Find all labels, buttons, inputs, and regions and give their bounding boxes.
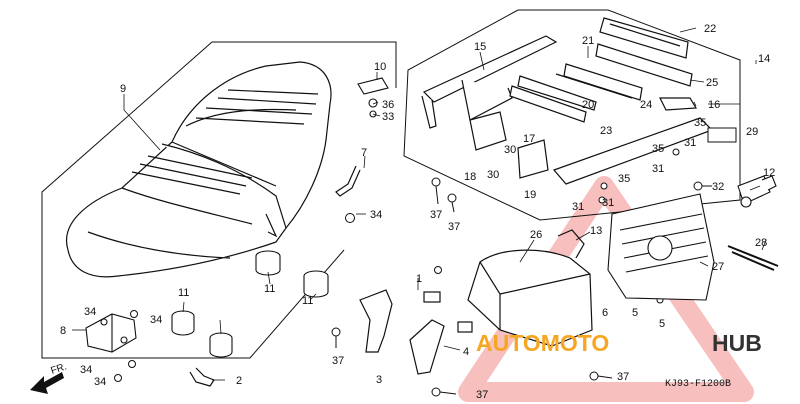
callout-19: 19 [524,189,536,201]
rear-grille [607,193,715,301]
leader-lines [72,27,767,381]
callout-14: 14 [758,53,770,65]
callout-22: 22 [704,23,716,35]
callout-26: 26 [530,229,542,241]
callout-30: 30 [487,169,499,181]
clip [557,229,585,259]
callout-35: 35 [618,173,630,185]
callout-11: 11 [302,295,313,307]
callout-6: 6 [602,307,608,319]
seat-hinge [85,313,137,353]
callout-24: 24 [640,99,652,111]
watermark-part1: AUTOMOTO [476,330,609,356]
callout-11: 11 [264,283,275,295]
callout-34: 34 [370,209,382,221]
callout-5: 5 [659,318,665,330]
callout-20: 20 [582,99,594,111]
callout-4: 4 [463,346,469,358]
callout-35: 35 [694,117,706,129]
callout-28: 28 [755,237,767,249]
callout-37: 37 [476,389,488,401]
callout-31: 31 [684,137,696,149]
callout-27: 27 [712,261,724,273]
bolts [331,177,712,397]
callout-1: 1 [416,273,422,285]
watermark-part2: HUB [712,330,762,356]
callout-16: 16 [708,99,720,111]
callout-34: 34 [80,364,92,376]
watermark-text: AUTOMOTO HUB [476,330,762,356]
callout-37: 37 [617,371,629,383]
callout-17: 17 [523,133,535,145]
callout-29: 29 [746,126,758,138]
callout-37: 37 [332,355,344,367]
callout-8: 8 [60,325,66,337]
callout-11: 11 [178,287,189,299]
callout-2: 2 [236,375,242,387]
callout-3: 3 [376,374,382,386]
seat [65,61,332,278]
callout-36: 36 [382,99,394,111]
callout-25: 25 [706,77,718,89]
callout-35: 35 [652,143,664,155]
callout-12: 12 [763,167,775,179]
callout-33: 33 [382,111,394,123]
callout-37: 37 [448,221,460,233]
direction-label: FR. [50,361,69,376]
seat-group-frame [41,41,397,359]
callout-10: 10 [374,61,386,73]
callout-31: 31 [652,163,664,175]
rear-carrier [421,17,714,185]
callout-34: 34 [150,314,162,326]
callout-13: 13 [590,225,602,237]
seat-lock [737,175,777,208]
callout-31: 31 [602,197,614,209]
callout-5: 5 [632,307,638,319]
callout-34: 34 [94,376,106,388]
callout-7: 7 [361,147,367,159]
callout-30: 30 [504,144,516,156]
diagram-code: KJ93-F1200B [665,379,731,390]
callout-37: 37 [430,209,442,221]
tail-emblem [727,245,779,271]
callout-34: 34 [84,306,96,318]
callout-18: 18 [464,171,476,183]
rear-stays [359,289,473,375]
callout-15: 15 [474,41,486,53]
tail-cowl [467,249,593,347]
callout-23: 23 [600,125,612,137]
callout-9: 9 [120,83,126,95]
callout-32: 32 [712,181,724,193]
seat-latch [357,77,389,118]
front-direction-arrow [30,372,64,394]
callout-31: 31 [572,201,584,213]
brackets [189,165,361,387]
emblem [707,127,737,143]
callout-21: 21 [582,35,594,47]
rubber-cushions [171,250,329,358]
